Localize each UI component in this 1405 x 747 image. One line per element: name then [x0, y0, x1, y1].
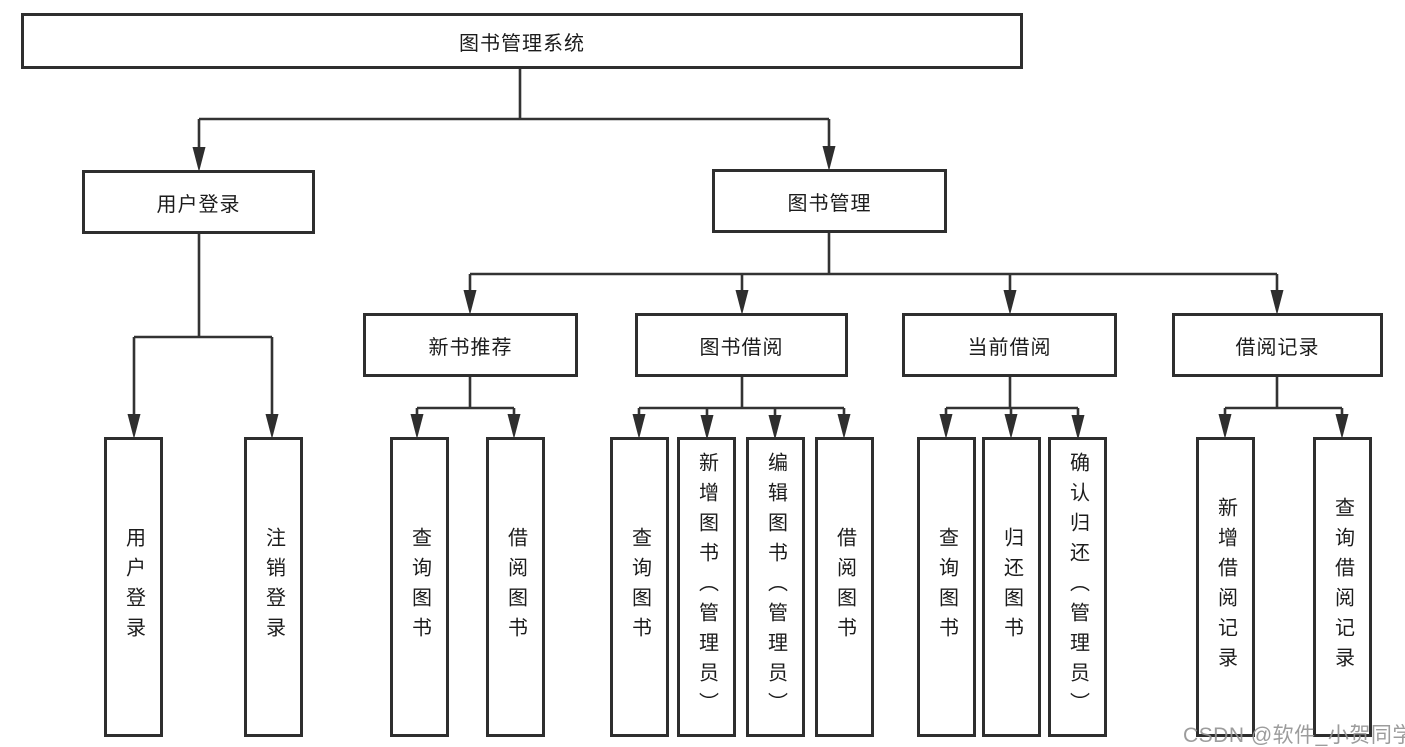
node-root-system: 图书管理系统	[21, 13, 1023, 69]
csdn-watermark: CSDN @软件_小贺同学	[1183, 724, 1405, 747]
leaf-borrow-books-label: 借阅图书	[833, 527, 856, 647]
node-current-borrow-label: 当前借阅	[967, 336, 1052, 359]
leaf-borrow-books: 借阅图书	[815, 437, 874, 737]
node-new-book-recommend-label: 新书推荐	[428, 336, 513, 359]
leaf-query-borrow-record: 查询借阅记录	[1313, 437, 1372, 737]
leaf-query-books-borrow-label: 查询图书	[628, 527, 651, 647]
leaf-return-books: 归还图书	[982, 437, 1041, 737]
leaf-add-books-admin: 新增图书（管理员）	[677, 437, 736, 737]
leaf-query-books-borrow: 查询图书	[610, 437, 669, 737]
node-book-borrow: 图书借阅	[635, 313, 848, 377]
node-borrow-records: 借阅记录	[1172, 313, 1383, 377]
node-user-login-label: 用户登录	[156, 193, 241, 216]
leaf-add-borrow-record: 新增借阅记录	[1196, 437, 1255, 737]
leaf-query-books-current-label: 查询图书	[935, 527, 958, 647]
leaf-borrow-books-recommend-label: 借阅图书	[504, 527, 527, 647]
node-new-book-recommend: 新书推荐	[363, 313, 578, 377]
node-book-management-label: 图书管理	[787, 192, 872, 215]
leaf-edit-books-admin-label: 编辑图书（管理员）	[764, 452, 787, 722]
node-current-borrow: 当前借阅	[902, 313, 1117, 377]
leaf-add-books-admin-label: 新增图书（管理员）	[695, 452, 718, 722]
leaf-query-books-current: 查询图书	[917, 437, 976, 737]
leaf-logout-label: 注销登录	[262, 527, 285, 647]
leaf-query-books-recommend: 查询图书	[390, 437, 449, 737]
node-book-management: 图书管理	[712, 169, 947, 233]
node-root-label: 图书管理系统	[459, 32, 585, 55]
leaf-query-books-recommend-label: 查询图书	[408, 527, 431, 647]
leaf-user-login-label: 用户登录	[122, 527, 145, 647]
node-book-borrow-label: 图书借阅	[699, 336, 784, 359]
node-user-login: 用户登录	[82, 170, 315, 234]
leaf-add-borrow-record-label: 新增借阅记录	[1214, 497, 1237, 677]
leaf-logout: 注销登录	[244, 437, 303, 737]
leaf-confirm-return-admin-label: 确认归还（管理员）	[1066, 452, 1089, 722]
leaf-borrow-books-recommend: 借阅图书	[486, 437, 545, 737]
leaf-edit-books-admin: 编辑图书（管理员）	[746, 437, 805, 737]
leaf-return-books-label: 归还图书	[1000, 527, 1023, 647]
leaf-confirm-return-admin: 确认归还（管理员）	[1048, 437, 1107, 737]
node-borrow-records-label: 借阅记录	[1235, 336, 1320, 359]
leaf-query-borrow-record-label: 查询借阅记录	[1331, 497, 1354, 677]
leaf-user-login: 用户登录	[104, 437, 163, 737]
